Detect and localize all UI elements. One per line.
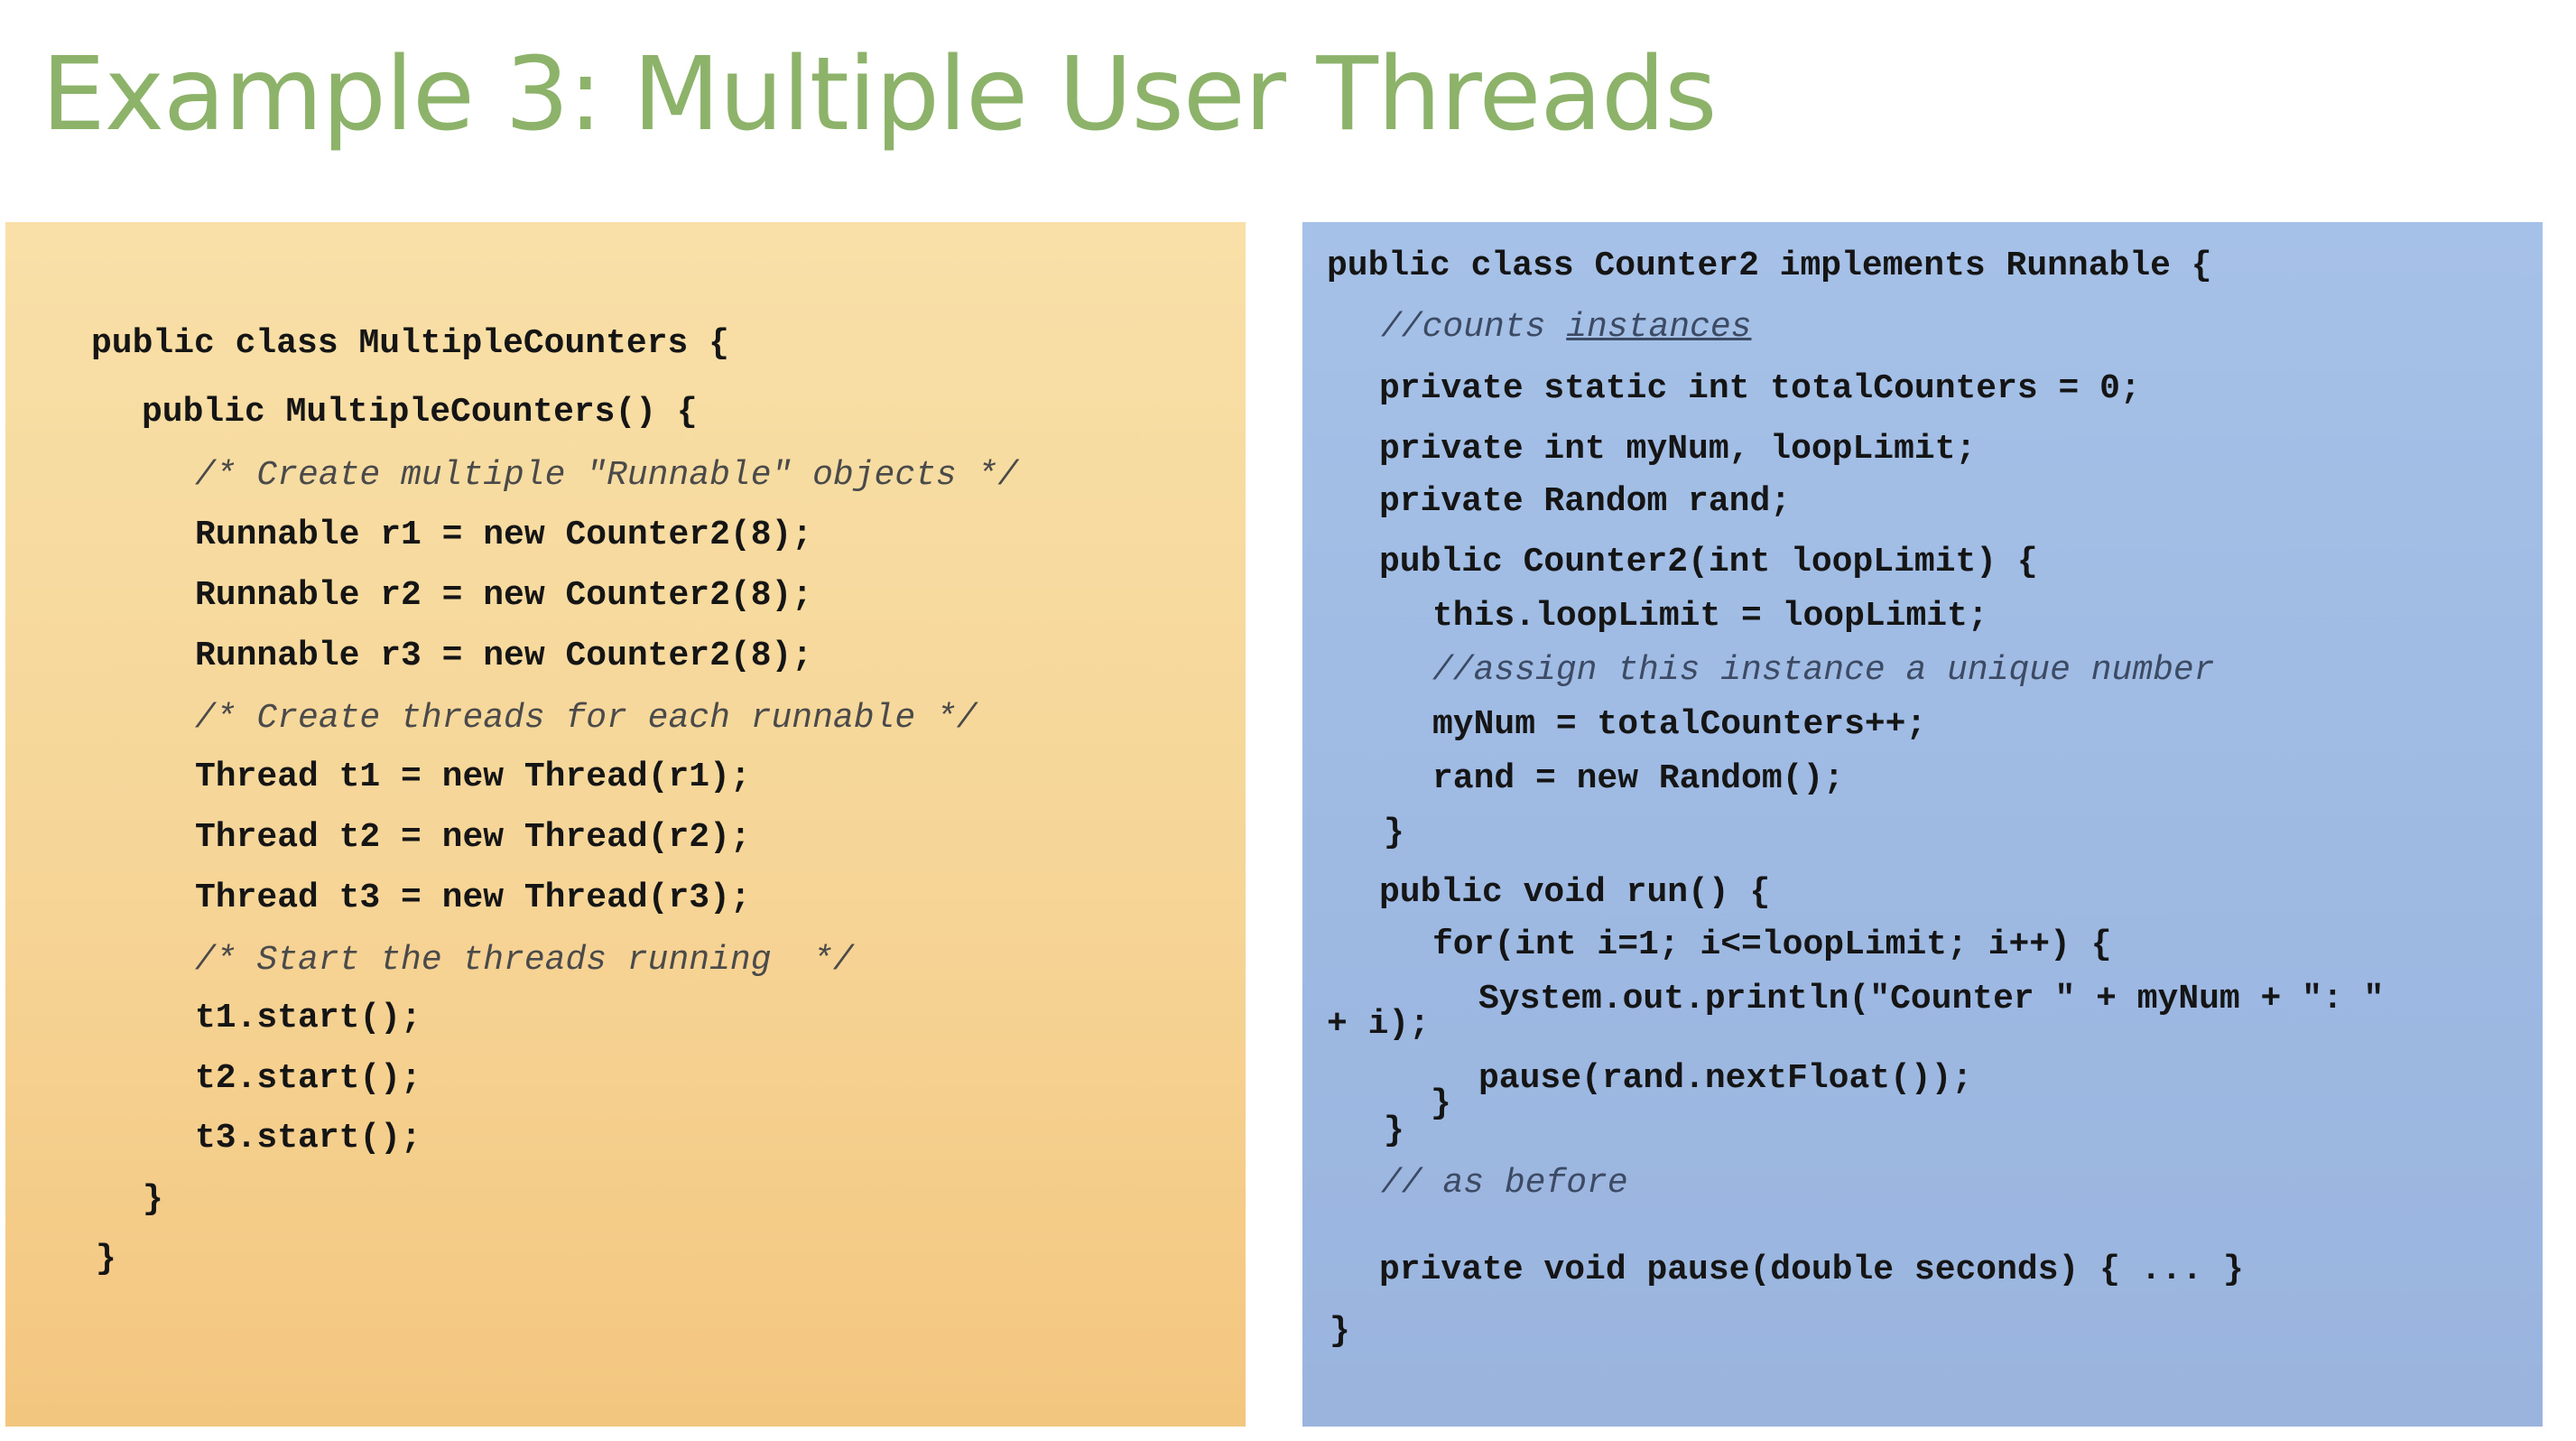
code-line: Thread t1 = new Thread(r1); xyxy=(195,758,751,796)
code-line: System.out.println("Counter " + myNum + … xyxy=(1478,980,2385,1018)
code-line: private Random rand; xyxy=(1379,482,1792,521)
code-line: } xyxy=(1384,1111,1404,1150)
code-line: private void pause(double seconds) { ...… xyxy=(1379,1250,2244,1289)
counter2-code-panel: public class Counter2 implements Runnabl… xyxy=(1302,222,2543,1427)
code-line: } xyxy=(1431,1084,1451,1123)
code-comment: //assign this instance a unique number xyxy=(1432,651,2215,690)
code-line: Runnable r2 = new Counter2(8); xyxy=(195,576,813,615)
code-line: } xyxy=(1330,1312,1350,1351)
code-line: } xyxy=(1384,813,1404,852)
code-comment: /* Start the threads running */ xyxy=(195,941,854,980)
code-line: public MultipleCounters() { xyxy=(142,393,698,432)
code-line: } xyxy=(96,1240,116,1278)
code-line: public class MultipleCounters { xyxy=(91,324,729,363)
code-line: rand = new Random(); xyxy=(1432,759,1845,798)
code-comment-text: //counts xyxy=(1381,308,1567,347)
code-line: pause(rand.nextFloat()); xyxy=(1478,1059,1973,1098)
code-comment: // as before xyxy=(1381,1164,1628,1203)
code-line: private int myNum, loopLimit; xyxy=(1379,430,1977,469)
code-comment: /* Create multiple "Runnable" objects */ xyxy=(195,456,1019,495)
code-line: public void run() { xyxy=(1379,873,1771,912)
code-line: t3.start(); xyxy=(195,1119,422,1157)
code-line: } xyxy=(143,1180,163,1219)
code-line: private static int totalCounters = 0; xyxy=(1379,369,2141,408)
code-comment-underlined-word: instances xyxy=(1566,308,1752,347)
code-line: this.loopLimit = loopLimit; xyxy=(1432,597,1988,636)
code-line: public Counter2(int loopLimit) { xyxy=(1379,543,2038,581)
code-line: Runnable r1 = new Counter2(8); xyxy=(195,516,813,554)
code-line: t1.start(); xyxy=(195,999,422,1037)
code-comment: /* Create threads for each runnable */ xyxy=(195,699,978,738)
code-line: Runnable r3 = new Counter2(8); xyxy=(195,637,813,675)
code-line: + i); xyxy=(1327,1005,1431,1044)
code-line: Thread t2 = new Thread(r2); xyxy=(195,818,751,857)
code-line: public class Counter2 implements Runnabl… xyxy=(1327,246,2212,285)
slide-title: Example 3: Multiple User Threads xyxy=(42,36,1717,153)
multiple-counters-code-panel: public class MultipleCounters { public M… xyxy=(5,222,1246,1427)
code-line: myNum = totalCounters++; xyxy=(1432,705,1927,744)
code-line: Thread t3 = new Thread(r3); xyxy=(195,879,751,917)
code-line: t2.start(); xyxy=(195,1059,422,1098)
code-comment: //counts instances xyxy=(1381,305,1751,350)
code-line: for(int i=1; i<=loopLimit; i++) { xyxy=(1432,925,2112,964)
